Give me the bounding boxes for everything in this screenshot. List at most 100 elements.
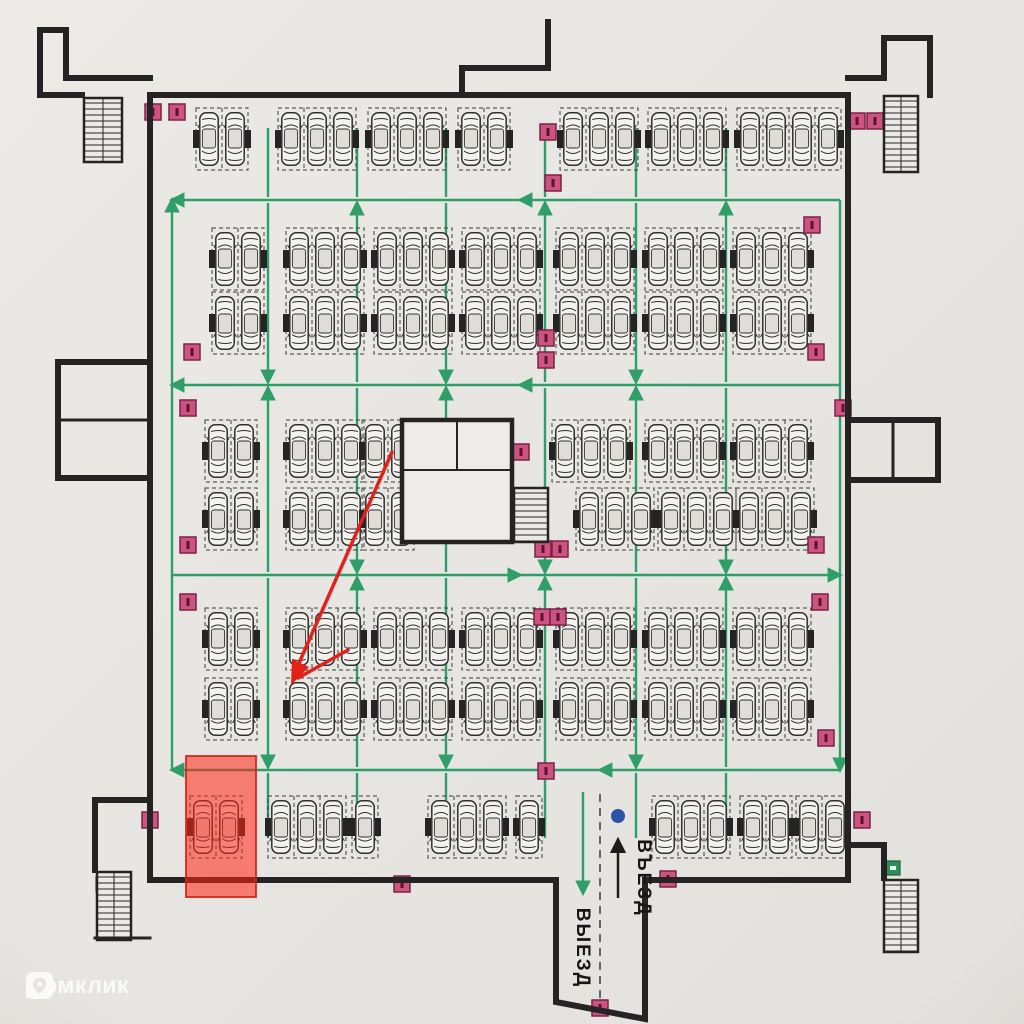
- fire-equipment-marker: [549, 608, 567, 626]
- parked-car: [330, 112, 356, 166]
- parked-car: [822, 800, 848, 854]
- column: [449, 630, 455, 648]
- parking-stall-group: [557, 107, 641, 171]
- parked-car: [426, 682, 452, 736]
- parked-car: [674, 112, 700, 166]
- parked-car: [286, 424, 312, 478]
- parked-car: [268, 800, 294, 854]
- column: [730, 630, 736, 648]
- parking-stall-group: [371, 227, 455, 291]
- parked-car: [796, 800, 822, 854]
- parked-car: [582, 232, 608, 286]
- parked-car: [488, 296, 514, 350]
- column: [734, 130, 740, 148]
- parking-stall-group: [513, 795, 545, 859]
- column: [353, 130, 359, 148]
- column: [631, 314, 637, 332]
- parking-stall-group: [645, 107, 729, 171]
- parked-car: [400, 296, 426, 350]
- fire-equipment-marker: [807, 536, 825, 554]
- parked-car: [733, 424, 759, 478]
- parked-car: [278, 112, 304, 166]
- column: [365, 130, 371, 148]
- column: [261, 250, 267, 268]
- fire-equipment-marker: [853, 811, 871, 829]
- parked-car: [420, 112, 446, 166]
- parking-stall-group: [202, 607, 260, 671]
- parked-car: [514, 682, 540, 736]
- fire-equipment-marker: [533, 608, 551, 626]
- parked-car: [212, 232, 238, 286]
- staircase: [882, 94, 920, 174]
- parked-car: [704, 800, 730, 854]
- column: [361, 250, 367, 268]
- parked-car: [294, 800, 320, 854]
- column: [261, 314, 267, 332]
- parked-car: [362, 492, 388, 546]
- parked-car: [514, 232, 540, 286]
- parked-car: [312, 682, 338, 736]
- staircases: [82, 94, 920, 954]
- parked-car: [697, 424, 723, 478]
- column: [730, 442, 736, 460]
- fire-equipment-marker: [179, 536, 197, 554]
- column: [254, 630, 260, 648]
- column: [209, 250, 215, 268]
- exit-sign-marker: [885, 860, 901, 876]
- column: [720, 630, 726, 648]
- parking-stall-group: [649, 795, 733, 859]
- parked-car: [645, 612, 671, 666]
- parking-stall-group: [193, 107, 251, 171]
- parking-stall-group: [730, 227, 814, 291]
- column: [507, 130, 513, 148]
- parked-car: [671, 682, 697, 736]
- column: [573, 510, 579, 528]
- parked-car: [462, 682, 488, 736]
- parked-car: [652, 800, 678, 854]
- column: [254, 700, 260, 718]
- parked-car: [212, 296, 238, 350]
- ramp-walls: [553, 877, 648, 1023]
- parking-stall-group: [642, 677, 726, 741]
- parked-car: [312, 424, 338, 478]
- column: [549, 442, 555, 460]
- parked-car: [759, 296, 785, 350]
- parking-stall-group: [459, 607, 543, 671]
- parked-car: [480, 800, 506, 854]
- parked-car: [374, 296, 400, 350]
- column: [808, 314, 814, 332]
- parked-car: [608, 296, 634, 350]
- parked-car: [338, 232, 364, 286]
- parked-car: [671, 296, 697, 350]
- parked-car: [426, 612, 452, 666]
- parked-car: [733, 612, 759, 666]
- fire-equipment-marker: [534, 540, 552, 558]
- parking-stall-group: [737, 795, 795, 859]
- parked-car: [238, 232, 264, 286]
- parking-stall-group: [642, 227, 726, 291]
- fire-equipment-marker: [183, 343, 201, 361]
- fire-equipment-marker: [817, 729, 835, 747]
- parking-stall-group: [459, 291, 543, 355]
- column: [254, 510, 260, 528]
- parked-car: [454, 800, 480, 854]
- column: [730, 250, 736, 268]
- column: [642, 314, 648, 332]
- column: [361, 630, 367, 648]
- column: [811, 510, 817, 528]
- column: [631, 630, 637, 648]
- column: [371, 250, 377, 268]
- column: [642, 250, 648, 268]
- column: [459, 700, 465, 718]
- column: [553, 250, 559, 268]
- parked-car: [733, 296, 759, 350]
- parked-car: [286, 492, 312, 546]
- column: [642, 630, 648, 648]
- parking-stall-group: [459, 227, 543, 291]
- parked-car: [286, 612, 312, 666]
- parked-car: [514, 296, 540, 350]
- column: [733, 510, 739, 528]
- parked-car: [205, 492, 231, 546]
- column: [649, 818, 655, 836]
- column: [283, 630, 289, 648]
